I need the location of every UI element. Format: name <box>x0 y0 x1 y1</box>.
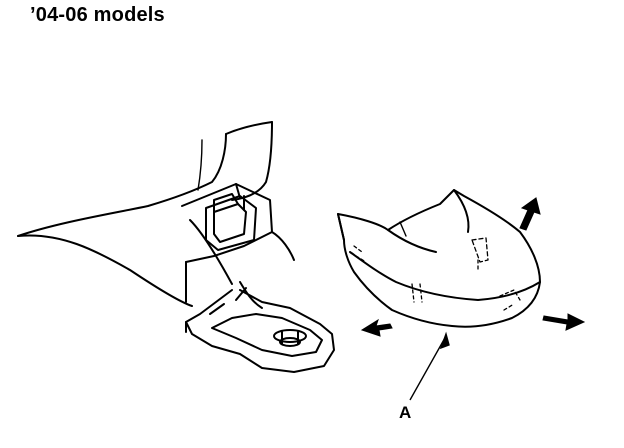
release-arrows <box>360 197 586 337</box>
arrow-left-icon <box>360 318 393 337</box>
arrow-right-icon <box>542 313 586 331</box>
buckle-housing <box>181 183 295 303</box>
anchor-bracket <box>185 281 335 373</box>
seat-body <box>17 121 273 307</box>
arrow-up-right-icon <box>519 197 541 231</box>
callout-a-leader <box>409 331 450 401</box>
diagram-title: ’04-06 models <box>30 4 165 26</box>
buckle-cover-part-a <box>337 189 541 328</box>
anchor-bolt <box>273 329 307 347</box>
callout-label-a: A <box>399 403 412 422</box>
